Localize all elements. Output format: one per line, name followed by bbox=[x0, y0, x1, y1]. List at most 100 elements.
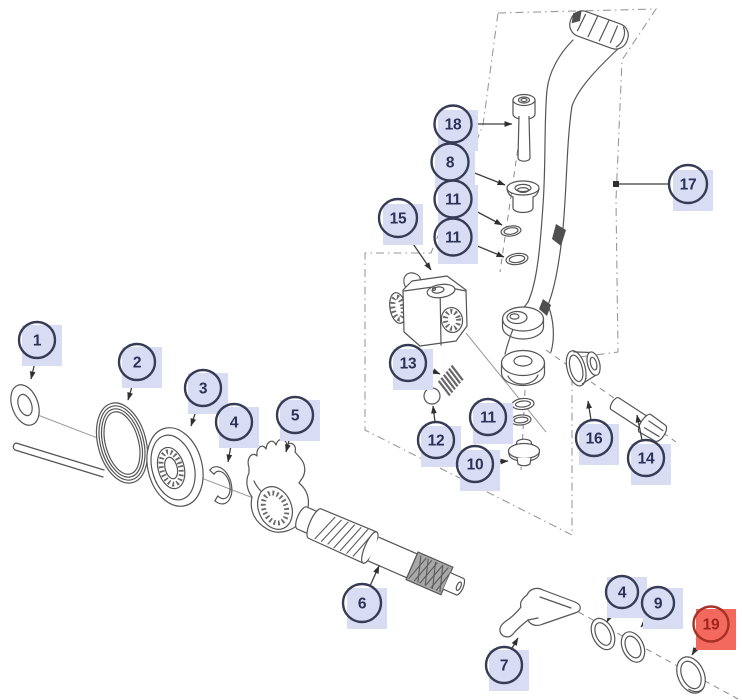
callout-highlight bbox=[435, 148, 475, 189]
callout-circle bbox=[17, 320, 57, 360]
part-plunger bbox=[507, 438, 541, 467]
part-oring-stack bbox=[510, 397, 535, 426]
callout-highlight bbox=[631, 444, 671, 485]
part-kickstart-shaft bbox=[295, 506, 466, 596]
callout-number: 6 bbox=[358, 596, 367, 613]
callout-9[interactable]: 9 bbox=[640, 585, 683, 629]
part-pivot-bushing bbox=[565, 350, 601, 387]
part-oring-upper-2 bbox=[505, 252, 529, 266]
callout-circle bbox=[433, 104, 473, 144]
callout-8[interactable]: 8 bbox=[430, 142, 476, 190]
callout-11b[interactable]: 11 bbox=[433, 217, 479, 265]
callout-circle bbox=[214, 402, 254, 442]
leader-14 bbox=[635, 414, 643, 441]
callout-number: 18 bbox=[445, 117, 462, 134]
callout-highlight bbox=[393, 349, 433, 390]
callout-circle bbox=[667, 163, 709, 205]
callout-circle bbox=[183, 368, 223, 408]
part-detent-ball bbox=[423, 387, 441, 405]
callout-11c[interactable]: 11 bbox=[468, 397, 513, 444]
callout-circle bbox=[117, 342, 157, 382]
part-knuckle bbox=[389, 272, 468, 347]
callout-circle bbox=[626, 438, 666, 478]
callout-highlight bbox=[122, 347, 162, 388]
part-socket-bolt bbox=[512, 93, 536, 162]
callout-14[interactable]: 14 bbox=[626, 438, 671, 485]
part-washer-19 bbox=[676, 656, 706, 694]
callout-circle bbox=[377, 197, 419, 239]
callout-number: 8 bbox=[446, 155, 455, 172]
callout-4b[interactable]: 4 bbox=[604, 574, 647, 618]
leader-6 bbox=[369, 565, 380, 587]
part-thrust-washer bbox=[10, 384, 40, 426]
callout-number: 13 bbox=[400, 356, 417, 373]
callout-circle bbox=[388, 343, 428, 383]
callout-circle bbox=[416, 420, 456, 460]
callout-4[interactable]: 4 bbox=[214, 402, 259, 448]
part-spring-clip bbox=[499, 587, 581, 638]
callout-number: 19 bbox=[703, 617, 720, 634]
callout-2[interactable]: 2 bbox=[117, 342, 162, 388]
callout-number: 12 bbox=[428, 433, 445, 450]
callout-7[interactable]: 7 bbox=[484, 645, 529, 691]
callout-19-selected[interactable]: 19 bbox=[692, 605, 737, 651]
parts bbox=[10, 10, 706, 694]
leader-12 bbox=[431, 405, 437, 423]
callout-circle bbox=[692, 605, 730, 643]
callout-highlight bbox=[643, 588, 683, 629]
callout-number: 16 bbox=[586, 431, 603, 448]
callout-number: 5 bbox=[291, 408, 300, 425]
part-oring-upper bbox=[500, 225, 522, 237]
callout-circle bbox=[640, 585, 676, 621]
callout-highlight bbox=[219, 407, 259, 448]
part-circlip bbox=[209, 466, 233, 505]
callout-number: 4 bbox=[618, 585, 627, 602]
callout-16[interactable]: 16 bbox=[574, 418, 619, 465]
callout-highlight bbox=[280, 400, 320, 441]
callout-number: 11 bbox=[480, 410, 496, 427]
callouts: 1 2 3 4 5 6 7 bbox=[17, 104, 737, 691]
callout-circle bbox=[455, 444, 495, 484]
callout-10[interactable]: 10 bbox=[455, 444, 500, 491]
part-washer-9 bbox=[620, 631, 646, 663]
callout-circle bbox=[275, 395, 315, 435]
callout-number: 17 bbox=[680, 177, 697, 194]
callout-circle bbox=[574, 418, 614, 458]
part-ratchet-gear bbox=[246, 438, 309, 533]
callout-circle bbox=[484, 645, 524, 685]
callout-number: 14 bbox=[638, 451, 655, 468]
part-torsion-spring bbox=[12, 402, 149, 484]
callout-number: 3 bbox=[199, 381, 208, 398]
callout-15[interactable]: 15 bbox=[377, 197, 423, 245]
callout-highlight bbox=[22, 325, 62, 366]
callout-highlight bbox=[489, 650, 529, 691]
callout-circle bbox=[468, 397, 508, 437]
callout-circle bbox=[433, 217, 473, 257]
callout-12[interactable]: 12 bbox=[416, 420, 461, 467]
callout-highlight bbox=[473, 403, 513, 444]
part-kick-lever bbox=[500, 10, 629, 387]
callout-6[interactable]: 6 bbox=[341, 582, 387, 629]
part-spring-cover bbox=[146, 427, 204, 507]
callout-number: 11 bbox=[445, 192, 461, 209]
part-washer-4 bbox=[590, 617, 616, 651]
callout-highlight bbox=[460, 450, 500, 491]
callout-number: 15 bbox=[390, 211, 407, 228]
callout-number: 9 bbox=[654, 596, 663, 613]
callout-13[interactable]: 13 bbox=[388, 343, 433, 390]
callout-highlight bbox=[421, 426, 461, 467]
callout-17[interactable]: 17 bbox=[667, 163, 713, 211]
leader-16 bbox=[586, 400, 593, 421]
callout-highlight bbox=[579, 424, 619, 465]
callout-number: 10 bbox=[467, 457, 484, 474]
callout-1[interactable]: 1 bbox=[17, 320, 62, 366]
callout-number: 4 bbox=[230, 415, 239, 432]
callout-number: 7 bbox=[500, 658, 508, 675]
part-detent-spring bbox=[437, 364, 464, 397]
leader-17 bbox=[613, 181, 669, 187]
callout-5[interactable]: 5 bbox=[275, 395, 320, 441]
callout-number: 11 bbox=[445, 230, 461, 247]
callout-highlight bbox=[607, 577, 647, 618]
callout-circle bbox=[341, 582, 383, 624]
